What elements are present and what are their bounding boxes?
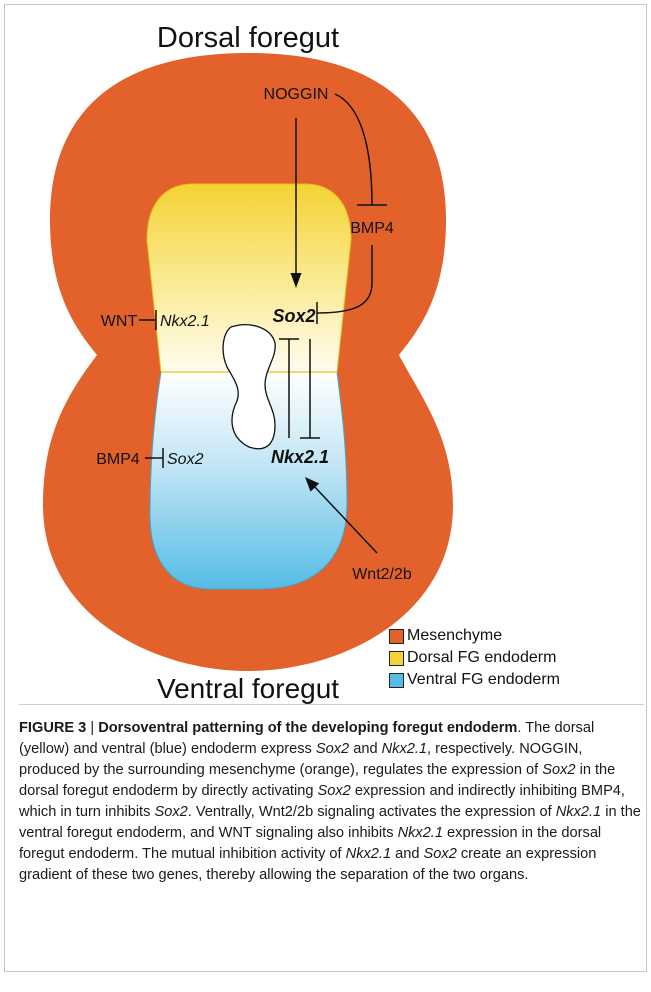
- legend: Mesenchyme Dorsal FG endoderm Ventral FG…: [389, 625, 560, 691]
- caption-gene-name: Nkx2.1: [382, 741, 427, 757]
- foregut-diagram: Dorsal foregut Ventral foregut NOGGIN BM…: [5, 5, 648, 705]
- bmp4-dorsal-label: BMP4: [350, 220, 394, 237]
- nkx-label: Nkx2.1: [271, 447, 329, 467]
- caption-gene-name: Nkx2.1: [556, 804, 601, 820]
- caption-text: and: [349, 741, 381, 757]
- sox2-ventral-label: Sox2: [167, 451, 204, 468]
- legend-item-ventral: Ventral FG endoderm: [389, 669, 560, 691]
- legend-item-dorsal: Dorsal FG endoderm: [389, 647, 560, 669]
- caption-gene-name: Sox2: [424, 846, 457, 862]
- dorsal-swatch: [389, 651, 404, 666]
- wnt-label: WNT: [101, 313, 138, 330]
- caption-gene-name: Sox2: [542, 762, 575, 778]
- caption-gene-name: Nkx2.1: [398, 825, 443, 841]
- caption-gene-name: Sox2: [316, 741, 349, 757]
- legend-label: Ventral FG endoderm: [407, 671, 560, 689]
- figure-label: FIGURE 3: [19, 720, 86, 736]
- ventral-swatch: [389, 673, 404, 688]
- caption-separator: |: [86, 720, 98, 736]
- legend-label: Mesenchyme: [407, 627, 502, 645]
- legend-item-mesenchyme: Mesenchyme: [389, 625, 560, 647]
- legend-label: Dorsal FG endoderm: [407, 649, 556, 667]
- figure-panel: Dorsal foregut Ventral foregut NOGGIN BM…: [4, 4, 647, 972]
- figure-title: Dorsoventral patterning of the developin…: [98, 720, 517, 736]
- mesenchyme-swatch: [389, 629, 404, 644]
- caption-text: . Ventrally, Wnt2/2b signaling activates…: [188, 804, 556, 820]
- figure-caption: FIGURE 3 | Dorsoventral patterning of th…: [19, 704, 644, 886]
- dorsal-title: Dorsal foregut: [157, 22, 339, 54]
- nkx-dorsal-label: Nkx2.1: [160, 313, 210, 330]
- caption-gene-name: Sox2: [318, 783, 351, 799]
- caption-text: and: [391, 846, 423, 862]
- wnt2-label: Wnt2/2b: [352, 566, 412, 583]
- caption-gene-name: Sox2: [154, 804, 187, 820]
- ventral-title: Ventral foregut: [157, 673, 339, 704]
- sox2-label: Sox2: [272, 306, 315, 326]
- caption-gene-name: Nkx2.1: [346, 846, 391, 862]
- caption-body: . The dorsal (yellow) and ventral (blue)…: [19, 720, 641, 883]
- bmp4-ventral-label: BMP4: [96, 451, 140, 468]
- noggin-label: NOGGIN: [264, 86, 329, 103]
